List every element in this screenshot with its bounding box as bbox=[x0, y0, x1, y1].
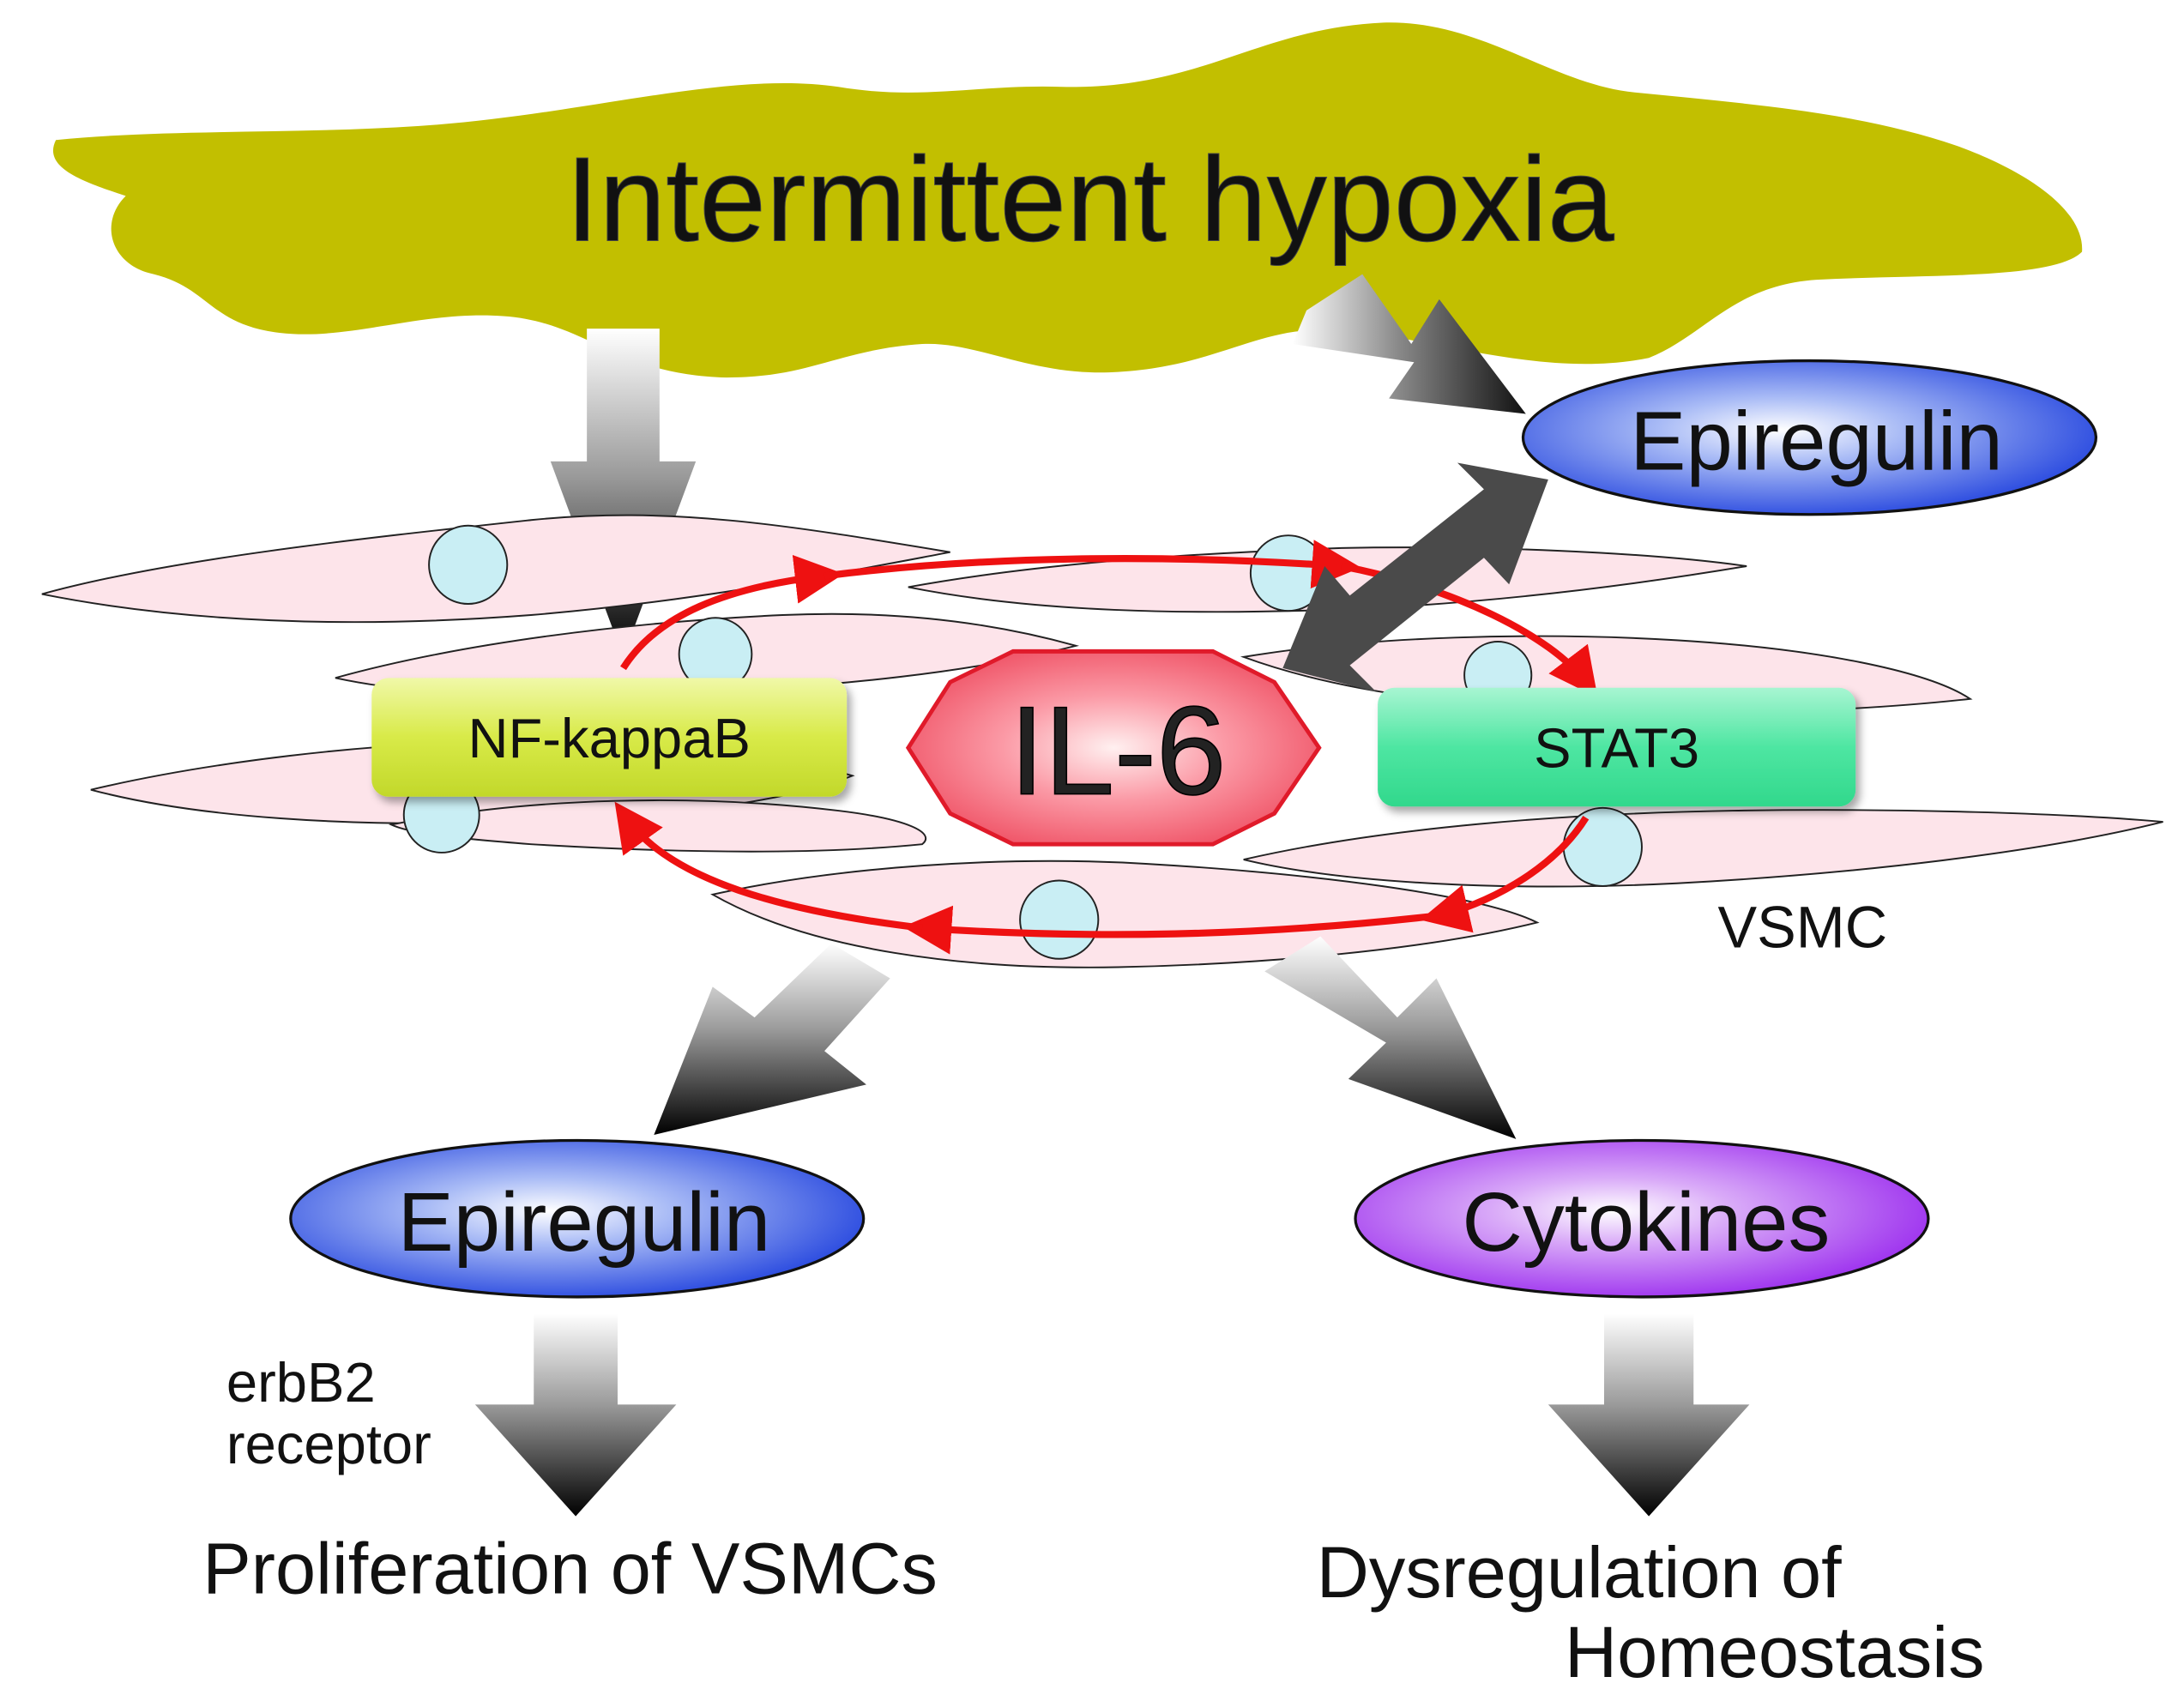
hypoxia-title: Intermittent hypoxia bbox=[565, 131, 1614, 266]
epiregulin-bottom-label: Epiregulin bbox=[398, 1175, 771, 1269]
outcome-left-label: Proliferation of VSMCs bbox=[202, 1527, 938, 1608]
outcome-right-line1: Dysregulation of bbox=[1317, 1531, 1842, 1613]
il6-node bbox=[905, 648, 1322, 847]
cycle-arrow-nfkb-to-top bbox=[620, 554, 844, 671]
arrow-hypoxia-to-epiregulin bbox=[1292, 274, 1526, 414]
il6-label: IL-6 bbox=[1010, 681, 1227, 822]
arrow-to-epiregulin-bottom bbox=[654, 943, 890, 1135]
nucleus bbox=[1562, 806, 1643, 888]
receptor-label-line1: erbB2 bbox=[226, 1351, 376, 1414]
nfkb-label: NF-kappaB bbox=[468, 707, 750, 769]
cycle-arrow-stat3-down bbox=[1420, 816, 1590, 933]
stat3-node bbox=[1378, 687, 1856, 807]
cycle-arrow-to-nfkb bbox=[614, 801, 923, 932]
arrow-epiregulin-to-proliferation bbox=[474, 1313, 677, 1517]
arrow-hypoxia-to-nfkb bbox=[550, 329, 697, 657]
nucleus bbox=[428, 524, 509, 605]
stat3-label: STAT3 bbox=[1534, 717, 1699, 780]
outcome-right-line2: Homeostasis bbox=[1565, 1611, 1984, 1692]
receptor-label-line2: receptor bbox=[226, 1413, 431, 1475]
vsmc-label: VSMC bbox=[1717, 896, 1887, 961]
epiregulin-top-label: Epiregulin bbox=[1630, 395, 2003, 488]
nfkb-node bbox=[371, 678, 848, 797]
cycle-arrow-bottom bbox=[902, 905, 1440, 955]
hypoxia-shape bbox=[52, 22, 2083, 378]
epiregulin-top-node bbox=[1521, 359, 2098, 516]
cytokines-label: Cytokines bbox=[1462, 1175, 1830, 1269]
vsmc-cell bbox=[1243, 809, 2163, 888]
cycle-arrow-top bbox=[824, 540, 1361, 589]
arrow-il6-epiregulin bbox=[1282, 462, 1548, 692]
epiregulin-bottom-node bbox=[289, 1138, 866, 1299]
cytokines-node bbox=[1354, 1138, 1930, 1299]
arrow-to-cytokines bbox=[1264, 936, 1517, 1139]
nucleus bbox=[1019, 879, 1100, 960]
arrow-cytokines-to-dysregulation bbox=[1548, 1313, 1750, 1517]
